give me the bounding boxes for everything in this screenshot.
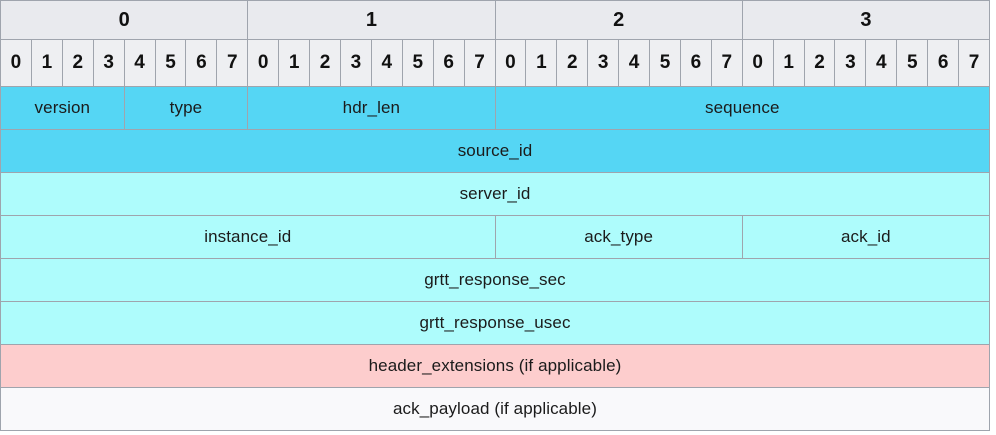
bit-offset-5: 5 [154,39,187,87]
field-instance-id: instance_id [0,215,496,259]
packet-field-row: ack_payload (if applicable) [0,387,990,431]
bit-offset-1: 1 [30,39,63,87]
field-sequence: sequence [494,86,990,130]
bit-offset-24: 0 [741,39,774,87]
field-type: type [123,86,249,130]
bit-offset-6: 6 [185,39,218,87]
field-source-id: source_id [0,129,990,173]
bit-offset-31: 7 [958,39,990,87]
field-grtt-response-sec: grtt_response_sec [0,258,990,302]
packet-field-row: grtt_response_sec [0,258,990,302]
bit-offset-13: 5 [401,39,434,87]
bit-offset-9: 1 [278,39,311,87]
bit-offset-0: 0 [0,39,32,87]
bit-offset-28: 4 [865,39,898,87]
bit-offset-29: 5 [896,39,929,87]
bit-offset-14: 6 [432,39,465,87]
bit-offset-11: 3 [339,39,372,87]
bit-offset-20: 4 [618,39,651,87]
byte-offset-1: 1 [247,0,496,40]
field-ack-type: ack_type [494,215,743,259]
bit-offset-2: 2 [61,39,94,87]
bit-offset-18: 2 [556,39,589,87]
packet-field-row: source_id [0,129,990,173]
bit-offset-4: 4 [123,39,156,87]
byte-offset-2: 2 [494,0,743,40]
bit-offset-16: 0 [494,39,527,87]
bit-offset-7: 7 [216,39,249,87]
bit-offset-21: 5 [649,39,681,87]
bit-offset-3: 3 [92,39,125,87]
field-header-extensions: header_extensions (if applicable) [0,344,990,388]
bit-offset-10: 2 [309,39,341,87]
bit-offset-23: 7 [710,39,743,87]
bit-offset-27: 3 [834,39,867,87]
field-version: version [0,86,125,130]
bit-offset-22: 6 [679,39,712,87]
bit-offset-30: 6 [927,39,960,87]
bit-offset-26: 2 [803,39,836,87]
byte-offset-3: 3 [741,0,991,40]
field-grtt-response-usec: grtt_response_usec [0,301,990,345]
field-hdr-len: hdr_len [247,86,496,130]
bit-offset-17: 1 [525,39,558,87]
bit-offset-15: 7 [463,39,496,87]
packet-field-row: grtt_response_usec [0,301,990,345]
byte-offset-0: 0 [0,0,249,40]
bit-offset-8: 0 [247,39,280,87]
packet-field-row: header_extensions (if applicable) [0,344,990,388]
field-ack-payload: ack_payload (if applicable) [0,387,990,431]
packet-field-row: server_id [0,172,990,216]
field-ack-id: ack_id [741,215,991,259]
bit-offset-12: 4 [370,39,403,87]
bit-offset-25: 1 [772,39,805,87]
field-server-id: server_id [0,172,990,216]
bit-offset-19: 3 [587,39,620,87]
